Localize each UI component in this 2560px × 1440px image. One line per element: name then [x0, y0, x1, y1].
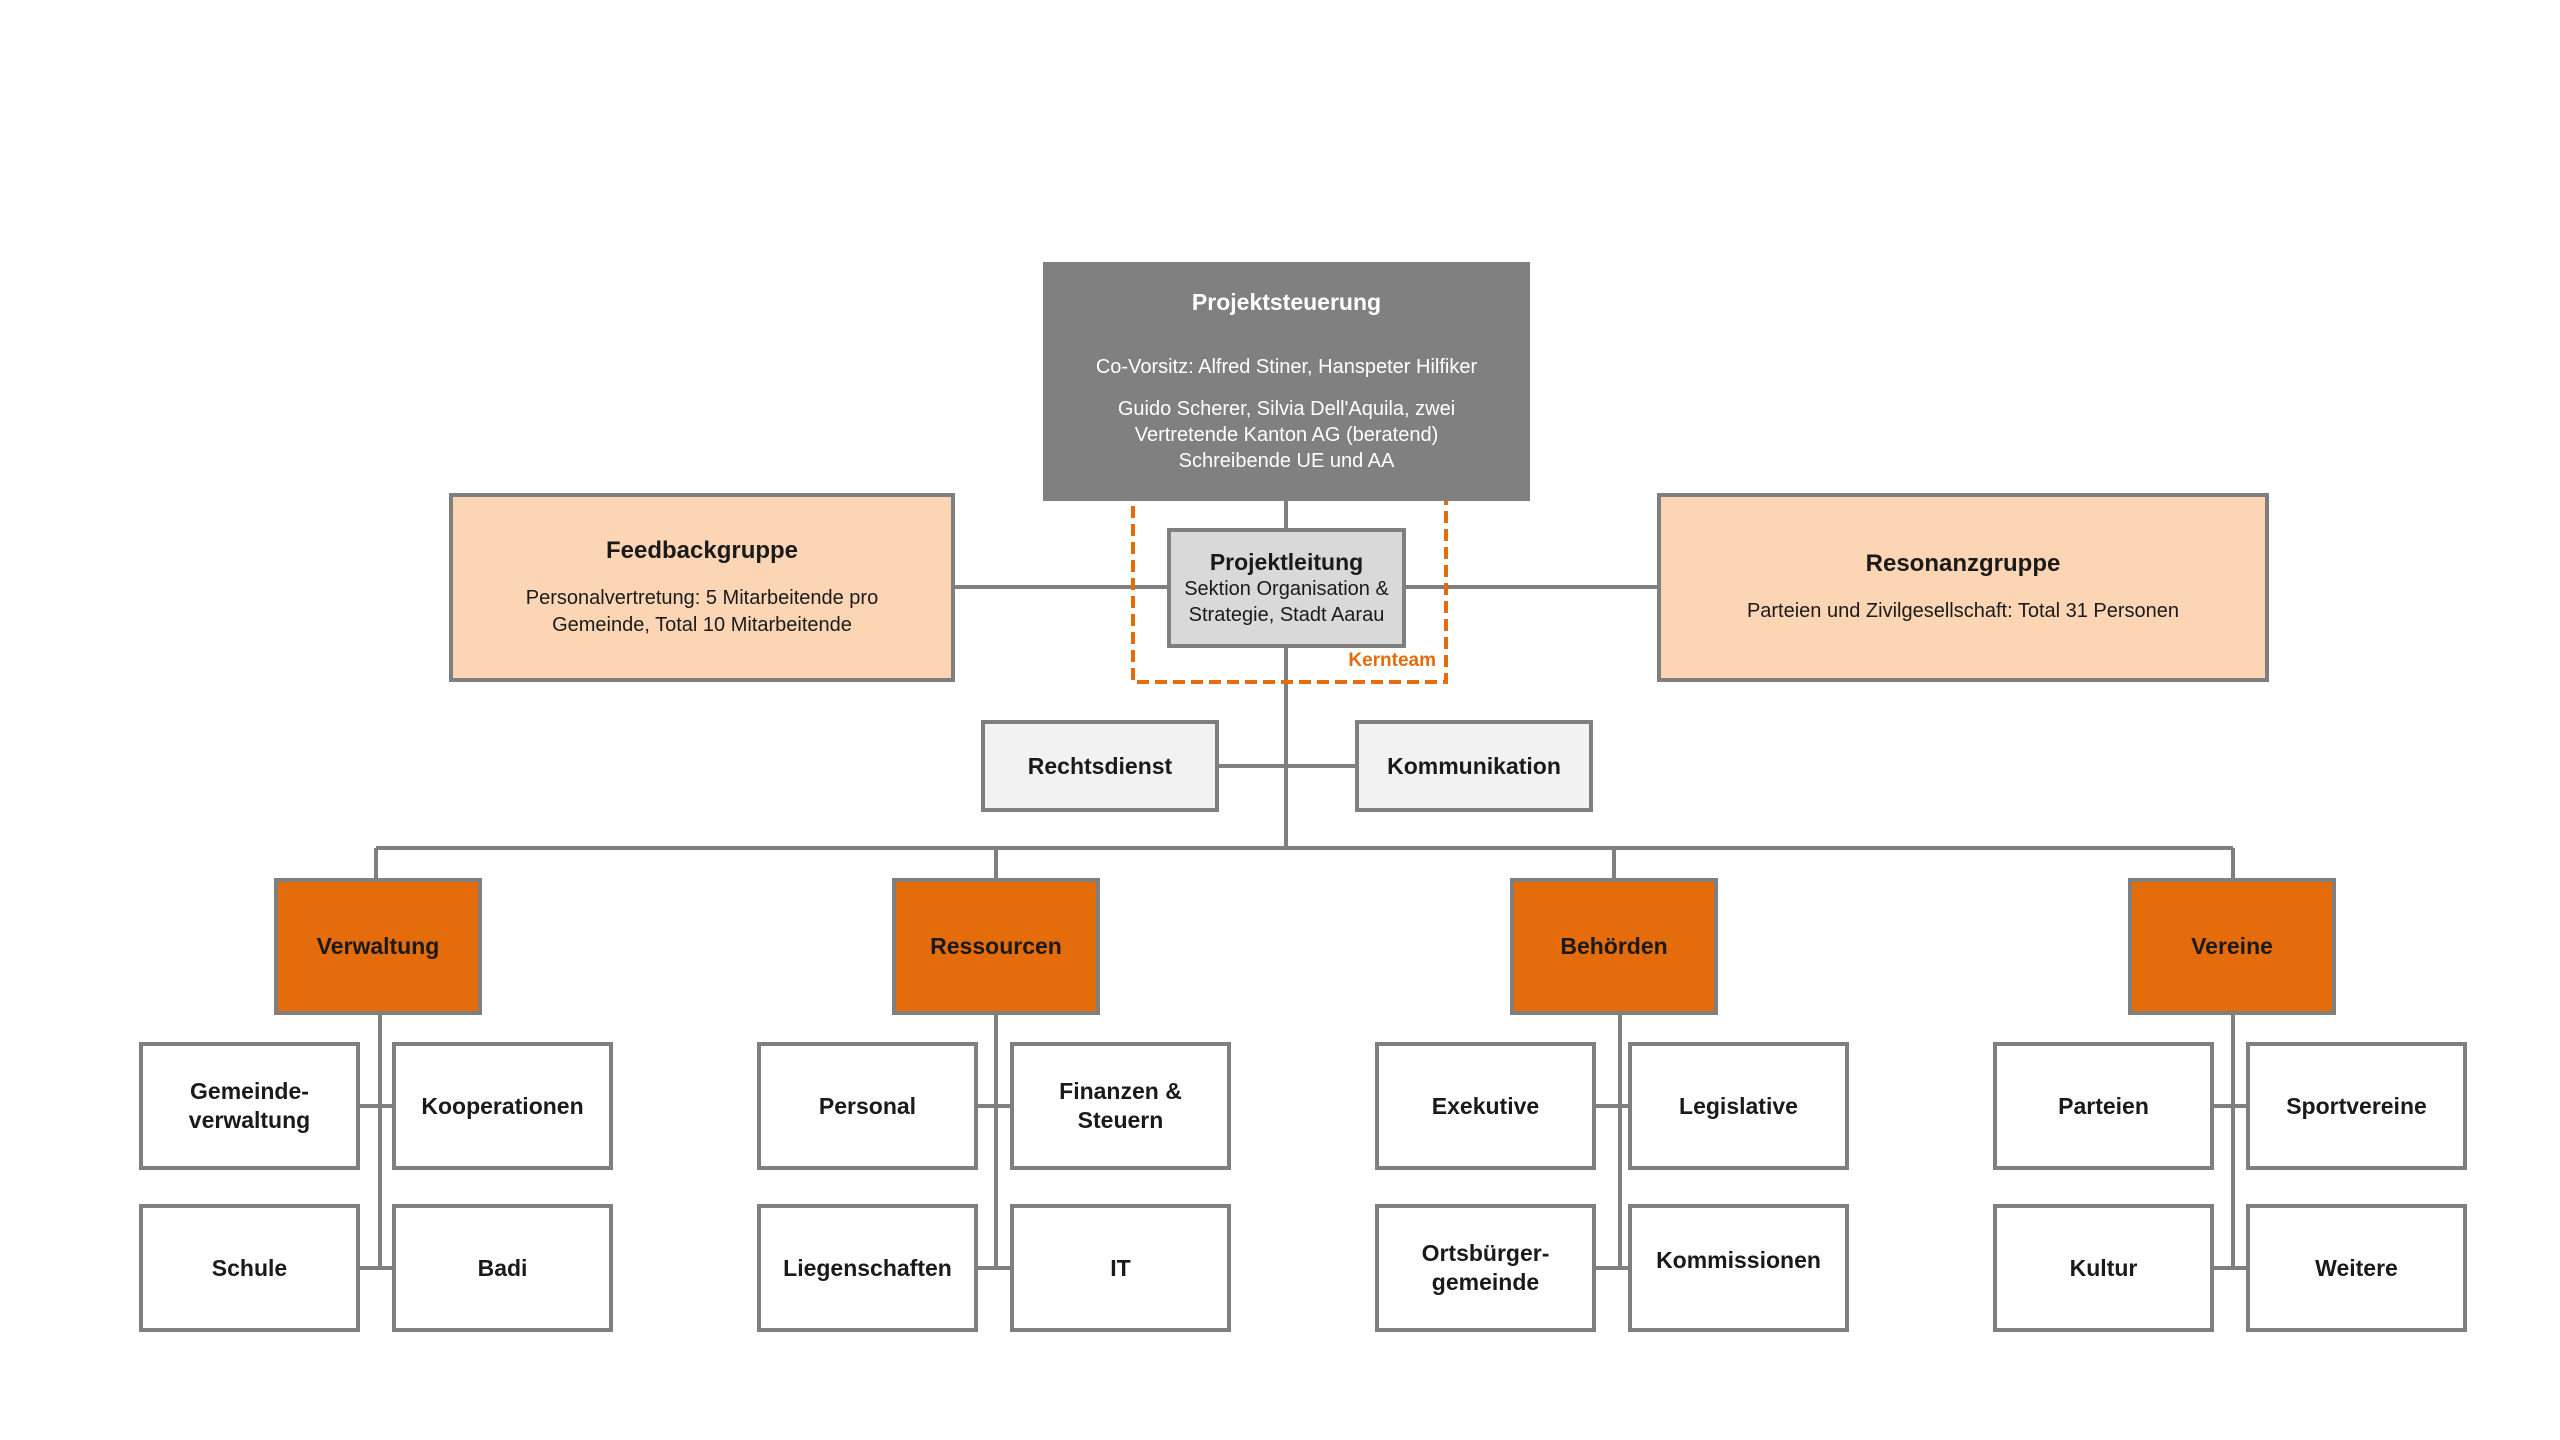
leaf-kultur: Kultur [1993, 1204, 2214, 1332]
projektsteuerung-covorsitz: Co-Vorsitz: Alfred Stiner, Hanspeter Hil… [1095, 356, 1478, 378]
leaf-ortsbuergergemeinde: Ortsbürger- gemeinde [1375, 1204, 1596, 1332]
area-ressourcen: Ressourcen [892, 878, 1100, 1015]
leaf-it: IT [1010, 1204, 1231, 1332]
projektsteuerung-title: Projektsteuerung [1191, 289, 1382, 315]
leaf-personal: Personal [757, 1042, 978, 1170]
leaf-kommissionen: Kommissionen [1628, 1204, 1849, 1332]
leaf-gemeindeverwaltung: Gemeinde- verwaltung [139, 1042, 360, 1170]
kommunikation-box: Kommunikation [1355, 720, 1593, 812]
projektleitung-title: Projektleitung [1209, 549, 1364, 575]
leaf-badi: Badi [392, 1204, 613, 1332]
feedbackgruppe-box: Feedbackgruppe Personalvertretung: 5 Mit… [449, 493, 955, 682]
projektsteuerung-members: Guido Scherer, Silvia Dell'Aquila, zwei … [1117, 398, 1456, 472]
kernteam-label: Kernteam [1348, 650, 1436, 671]
feedbackgruppe-title: Feedbackgruppe [605, 536, 799, 564]
resonanzgruppe-box: Resonanzgruppe Parteien und Zivilgesells… [1657, 493, 2269, 682]
resonanzgruppe-title: Resonanzgruppe [1865, 550, 2061, 577]
area-behoerden: Behörden [1510, 878, 1718, 1015]
projektleitung-box: Projektleitung Sektion Organisation & St… [1167, 528, 1406, 648]
leaf-schule: Schule [139, 1204, 360, 1332]
kernteam-boundary [1131, 444, 1448, 684]
rechtsdienst-box: Rechtsdienst [981, 720, 1219, 812]
leaf-parteien: Parteien [1993, 1042, 2214, 1170]
leaf-sportvereine: Sportvereine [2246, 1042, 2467, 1170]
feedbackgruppe-desc: Personalvertretung: 5 Mitarbeitende pro … [525, 586, 879, 636]
leaf-exekutive: Exekutive [1375, 1042, 1596, 1170]
leaf-legislative: Legislative [1628, 1042, 1849, 1170]
leaf-weitere: Weitere [2246, 1204, 2467, 1332]
area-verwaltung: Verwaltung [274, 878, 482, 1015]
area-vereine: Vereine [2128, 878, 2336, 1015]
resonanzgruppe-desc: Parteien und Zivilgesellschaft: Total 31… [1746, 600, 2180, 622]
leaf-finanzen-steuern: Finanzen & Steuern [1010, 1042, 1231, 1170]
projektleitung-desc: Sektion Organisation & Strategie, Stadt … [1184, 578, 1389, 626]
leaf-kooperationen: Kooperationen [392, 1042, 613, 1170]
leaf-liegenschaften: Liegenschaften [757, 1204, 978, 1332]
projektsteuerung-box: Projektsteuerung Co-Vorsitz: Alfred Stin… [1043, 262, 1530, 501]
